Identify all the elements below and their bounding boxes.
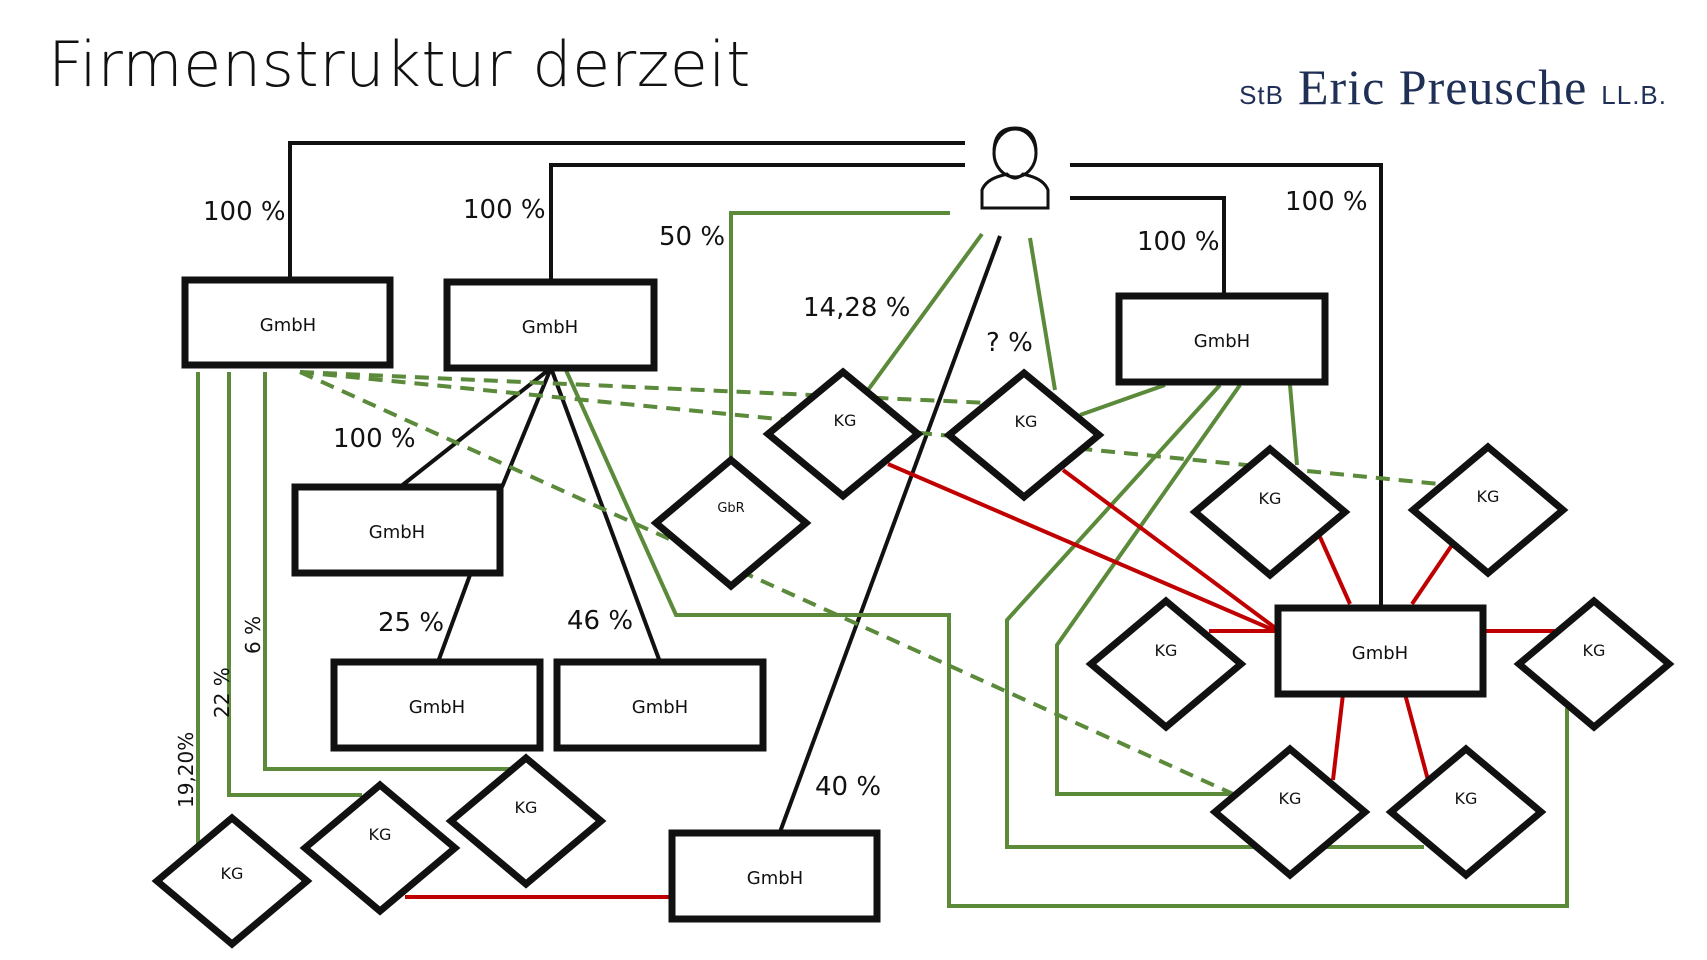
percent-label: 46 % [567, 606, 633, 636]
node-label: GmbH [369, 522, 425, 543]
node-label: KG [834, 411, 857, 430]
node-label: KG [1259, 489, 1282, 508]
person-icon [980, 126, 1050, 210]
link-line [1403, 693, 1430, 781]
percent-label: 25 % [378, 608, 444, 638]
node-label: KG [369, 825, 392, 844]
kg-diamond [151, 813, 313, 949]
ownership-line [778, 235, 1002, 833]
slide-title: Firmenstruktur derzeit [48, 28, 751, 101]
ownership-line [288, 141, 965, 280]
node-label: KG [221, 864, 244, 883]
kg-diamonds [151, 367, 1675, 949]
node-label: GmbH [409, 697, 465, 718]
gmbh-box [330, 658, 544, 752]
dashed-participation-line [299, 370, 991, 405]
link-line [887, 462, 1279, 634]
participation-line [1005, 383, 1424, 849]
gmbh-box [291, 483, 504, 577]
gmbh-box [668, 829, 881, 923]
node-label: GmbH [260, 315, 316, 336]
link-line [1410, 543, 1454, 606]
percent-label: 100 % [1285, 187, 1368, 217]
percent-label: ? % [986, 328, 1033, 358]
participation-line [1079, 383, 1166, 417]
ownership-line [549, 367, 662, 663]
participation-line [1028, 237, 1057, 391]
gmbh-box [1115, 292, 1329, 386]
kg-diamond [762, 367, 924, 501]
participation-line [563, 367, 1569, 908]
percent-label: 100 % [1137, 227, 1220, 257]
node-label: KG [1015, 412, 1038, 431]
ownership-line [398, 366, 553, 489]
kg-diamond [299, 780, 461, 916]
kg-diamond [445, 753, 607, 889]
percent-labels: 100 % 100 % 50 % 14,28 % ? % 100 % 100 %… [174, 187, 1368, 808]
ownership-lines [288, 141, 1383, 833]
percent-label: 100 % [463, 195, 546, 225]
node-label: GmbH [747, 868, 803, 889]
link-line [1318, 536, 1352, 605]
node-labels: GmbH GmbH GmbH GmbH GmbH GmbH GmbH GmbH … [221, 315, 1606, 889]
link-line [1061, 468, 1280, 632]
ownership-line [549, 163, 965, 282]
node-label: GmbH [522, 317, 578, 338]
participation-lines [196, 211, 1569, 908]
percent-label: 6 % [241, 616, 265, 654]
node-label: GmbH [632, 697, 688, 718]
link-line [1331, 693, 1345, 781]
kg-diamond [1085, 596, 1247, 732]
gmbh-box [443, 278, 658, 372]
percent-label: 19,20% [174, 732, 198, 808]
node-label: KG [1583, 641, 1606, 660]
ownership-line [436, 574, 472, 663]
node-label: KG [1477, 487, 1500, 506]
kg-diamond [943, 368, 1105, 502]
kg-diamond [1513, 596, 1675, 732]
node-label: KG [1455, 789, 1478, 808]
gmbh-box [1274, 604, 1487, 698]
brand-prefix: StB [1239, 80, 1284, 110]
node-label: KG [515, 798, 538, 817]
kg-diamond [1385, 744, 1547, 880]
participation-line [263, 372, 515, 771]
gmbh-boxes [181, 276, 1487, 923]
gmbh-box [181, 276, 394, 369]
node-label: KG [1279, 789, 1302, 808]
percent-label: 100 % [333, 424, 416, 454]
node-label: GbR [717, 501, 744, 516]
link-lines [405, 462, 1555, 899]
node-label: GmbH [1194, 331, 1250, 352]
gbr-diamond [650, 455, 812, 591]
gmbh-box [553, 658, 767, 752]
brand-name: Eric Preusche [1298, 59, 1588, 115]
brand-suffix: LL.B. [1601, 80, 1667, 110]
ownership-line [1070, 196, 1226, 296]
brand-logo: StB Eric Preusche LL.B. [1239, 58, 1667, 116]
ownership-line [1070, 163, 1383, 608]
participation-line [1288, 384, 1299, 466]
dashed-participation-line [299, 370, 1243, 800]
participation-line [1055, 383, 1242, 796]
percent-label: 14,28 % [803, 293, 910, 323]
participation-line [729, 211, 950, 460]
node-label: GmbH [1352, 643, 1408, 664]
percent-label: 50 % [659, 222, 725, 252]
participation-line [227, 372, 362, 797]
kg-diamond [1209, 744, 1371, 880]
kg-diamond [1189, 444, 1351, 580]
participation-line [866, 232, 984, 392]
kg-diamond [1407, 442, 1569, 578]
node-label: KG [1155, 641, 1178, 660]
percent-label: 22 % [210, 667, 234, 718]
percent-label: 40 % [815, 772, 881, 802]
percent-label: 100 % [203, 197, 286, 227]
